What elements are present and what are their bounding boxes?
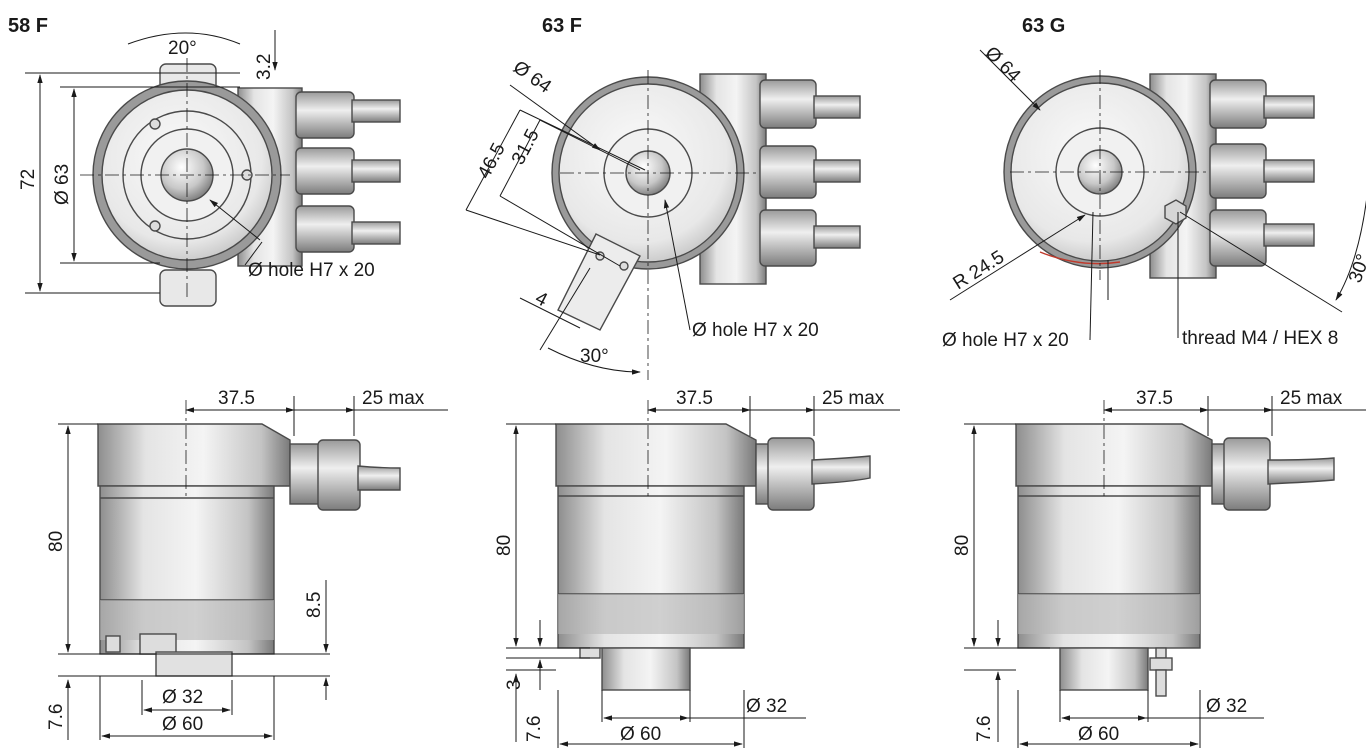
front-view-63g: [949, 49, 1366, 341]
cable-gland: [295, 205, 401, 253]
title-58f: 58 F: [8, 15, 48, 37]
dim-hole-63f: Ø hole H7 x 20: [692, 320, 819, 341]
dim-hole-63g: Ø hole H7 x 20: [942, 330, 1069, 351]
front-view-63f: [465, 70, 861, 380]
dim-30deg-63f: 30°: [580, 346, 609, 367]
cable-gland: [1209, 143, 1315, 199]
dim-31-5: 31.5: [508, 126, 544, 169]
front-view-58f: [25, 30, 401, 307]
title-63f: 63 F: [542, 15, 582, 37]
dim-4: 4: [532, 288, 551, 312]
cable-gland: [295, 91, 401, 139]
title-63g: 63 G: [1022, 15, 1065, 37]
dim-thread: thread M4 / HEX 8: [1182, 328, 1338, 349]
dim-72: 72: [18, 169, 39, 190]
dim-30deg-63g: 30°: [1345, 252, 1366, 286]
cable-gland: [759, 145, 861, 199]
dim-80-s3: 80: [952, 535, 973, 556]
dim-7-6-s2: 7.6: [524, 716, 545, 742]
dim-diam-64-63g: Ø 64: [980, 43, 1024, 87]
dim-3-2: 3.2: [254, 54, 275, 80]
dim-80-s2: 80: [494, 535, 515, 556]
dim-8-5-s1: 8.5: [304, 592, 325, 618]
dim-3-s2: 3: [504, 679, 525, 690]
dim-37-5-s3: 37.5: [1136, 388, 1173, 409]
dim-diam-32-s2: Ø 32: [746, 696, 787, 717]
dim-hole-58f: Ø hole H7 x 20: [248, 260, 375, 281]
dim-20deg: 20°: [168, 38, 197, 59]
dim-diam-32-s1: Ø 32: [162, 687, 203, 708]
dim-25max-s2: 25 max: [822, 388, 885, 409]
dim-25max-s3: 25 max: [1280, 388, 1343, 409]
dim-37-5-s2: 37.5: [676, 388, 713, 409]
side-view-63f: [506, 396, 900, 748]
dim-25max-s1: 25 max: [362, 388, 425, 409]
dim-46-5: 46.5: [474, 140, 510, 183]
dim-7-6-s1: 7.6: [46, 704, 67, 730]
dim-diam-60-s2: Ø 60: [620, 724, 661, 745]
dim-r-24-5: R 24.5: [950, 247, 1009, 294]
dim-diam-32-s3: Ø 32: [1206, 696, 1247, 717]
cable-gland: [1209, 209, 1315, 267]
cable-gland: [295, 147, 401, 195]
dim-diam-63: Ø 63: [52, 164, 73, 205]
dim-80-s1: 80: [46, 531, 67, 552]
cable-gland: [759, 79, 861, 129]
dim-37-5-s1: 37.5: [218, 388, 255, 409]
dim-diam-64-63f: Ø 64: [509, 57, 555, 98]
cable-gland: [1209, 79, 1315, 129]
dim-diam-60-s3: Ø 60: [1078, 724, 1119, 745]
cable-gland: [759, 209, 861, 267]
dim-diam-60-s1: Ø 60: [162, 714, 203, 735]
side-view-58f: [58, 396, 448, 740]
side-view-63g: [964, 396, 1366, 748]
dim-7-6-s3: 7.6: [974, 716, 995, 742]
